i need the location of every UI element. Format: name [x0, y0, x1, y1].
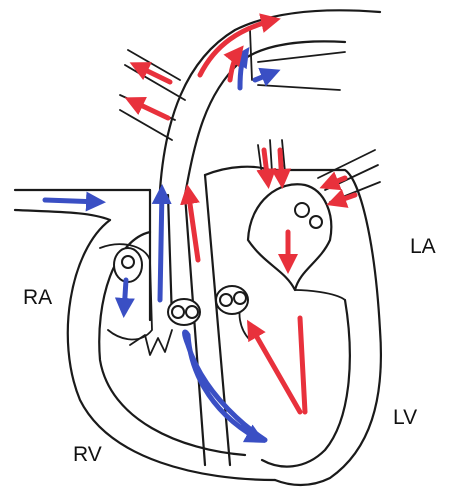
right-atrium-down-arrow: [124, 280, 126, 312]
pulmonary-vein-top-arrow-2: [280, 150, 282, 183]
pulmonary-artery-branch-arrow-1: [240, 52, 246, 88]
pulmonary-trunk-up-arrow: [160, 190, 162, 300]
vena-cava-inflow-arrow: [45, 200, 100, 202]
label-la: LA: [410, 236, 436, 257]
pulmonary-vein-left-arrow-2: [130, 100, 168, 118]
aortic-valve-left-cusp: [220, 294, 232, 306]
mitral-valve-right: [310, 216, 322, 228]
pulmonary-valve-right-cusp: [186, 306, 198, 318]
label-rv: RV: [73, 444, 102, 465]
pulmonary-vein-top-arrow-1: [264, 150, 268, 183]
tricuspid-valve-inner: [122, 256, 134, 268]
label-lv: LV: [393, 407, 417, 428]
left-ventricle-diagonal-arrow: [250, 325, 300, 412]
pulmonary-valve-left-cusp: [172, 306, 184, 318]
mitral-valve-left: [295, 203, 309, 217]
valves: [114, 203, 322, 325]
left-ventricle-right-arrow: [300, 318, 305, 412]
label-ra: RA: [23, 287, 52, 308]
deoxygenated-flow: [45, 52, 275, 440]
aortic-valve-right-cusp: [234, 292, 246, 304]
pulmonary-artery-branch-arrow-2: [255, 72, 275, 80]
